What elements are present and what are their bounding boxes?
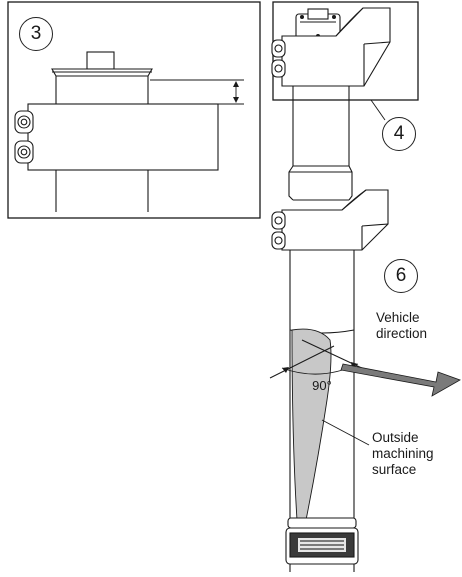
callout-4: 4 xyxy=(382,117,416,151)
outside-machining-surface xyxy=(291,328,332,521)
axis-line-a xyxy=(269,345,335,379)
callout-3: 3 xyxy=(19,17,53,51)
vehicle-direction-label: Vehicle direction xyxy=(376,310,456,342)
vehicle-direction-line-1: Vehicle xyxy=(376,310,420,325)
outside-surface-label: Outside machining surface xyxy=(372,430,462,478)
vehicle-direction-arrow xyxy=(340,363,461,397)
angle-label: 90° xyxy=(312,378,332,393)
lower-leg-ring xyxy=(287,517,357,529)
outside-surface-line-2: machining xyxy=(372,446,434,461)
detail-cap-nut xyxy=(86,51,115,70)
outside-surface-line-3: surface xyxy=(372,462,417,477)
lower-clamp-block xyxy=(281,189,389,251)
callout-6: 6 xyxy=(384,259,418,293)
vehicle-direction-line-2: direction xyxy=(376,326,428,341)
detail-clamp xyxy=(27,103,219,171)
outside-surface-line-1: Outside xyxy=(372,430,419,445)
